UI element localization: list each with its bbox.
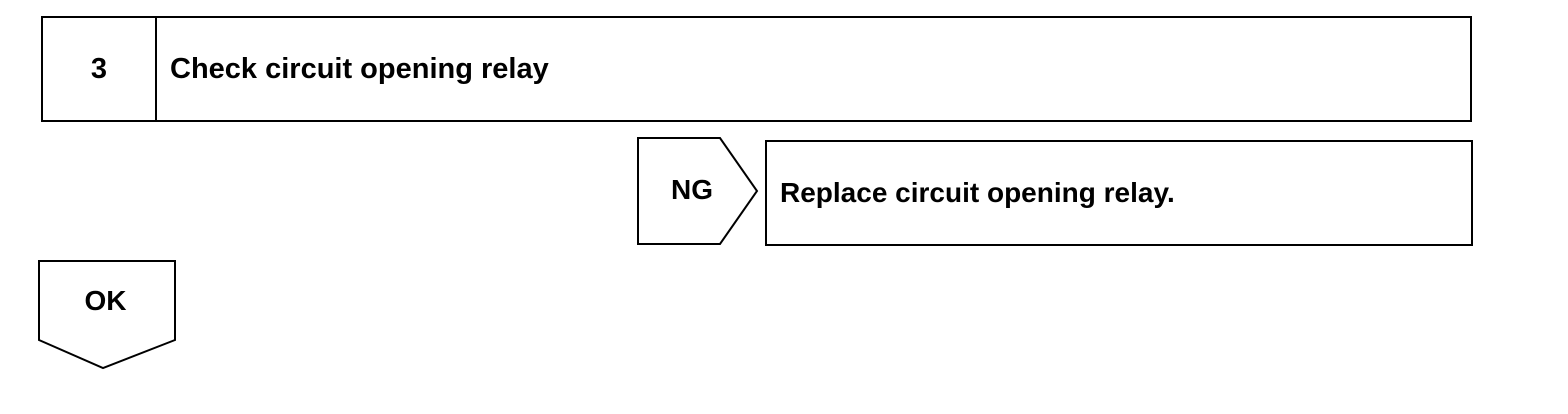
step-number: 3 [43, 18, 157, 120]
ok-arrow-shape [38, 260, 176, 370]
ok-label: OK [84, 285, 127, 316]
step-title: Check circuit opening relay [170, 52, 549, 85]
ng-action-box: Replace circuit opening relay. [765, 140, 1473, 246]
step-header: 3 Check circuit opening relay [41, 16, 1472, 122]
ng-label: NG [671, 174, 713, 205]
ng-arrow-shape [637, 137, 759, 245]
